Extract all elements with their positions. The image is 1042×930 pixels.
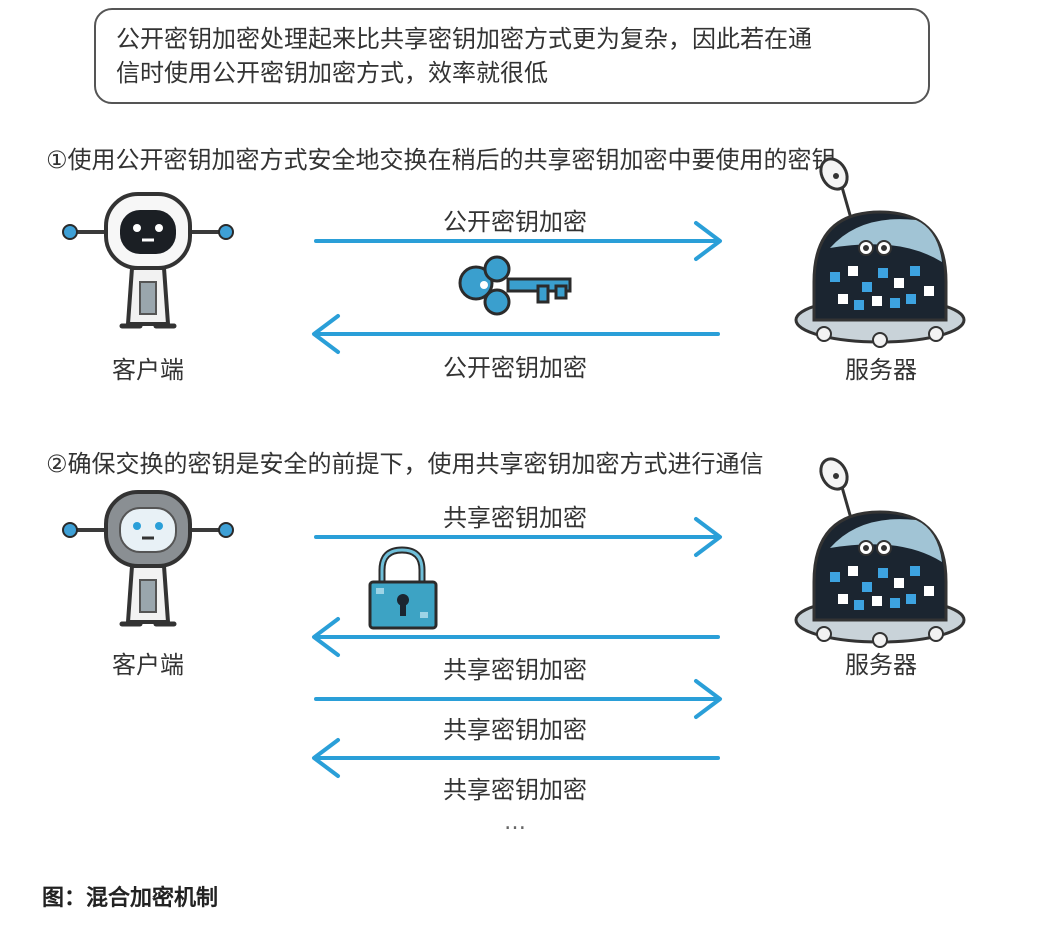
server-robot-step2 [794, 452, 966, 649]
server-robot-step1 [794, 152, 966, 349]
step2-title: ②确保交换的密钥是安全的前提下，使用共享密钥加密方式进行通信 [46, 450, 764, 478]
lock-icon [368, 546, 438, 630]
arrow-step1-to-client [312, 314, 720, 354]
client-robot-step2 [63, 492, 233, 624]
arrow-label-step1-top: 公开密钥加密 [443, 208, 587, 236]
server-label-step1: 服务器 [845, 356, 917, 384]
arrow-label-step2-4: 共享密钥加密 [443, 776, 587, 804]
figure-caption: 图：混合加密机制 [42, 886, 219, 911]
callout-line-1: 公开密钥加密处理起来比共享密钥加密方式更为复杂，因此若在通 [116, 25, 812, 53]
arrow-label-step2-3: 共享密钥加密 [443, 716, 587, 744]
key-icon [458, 255, 572, 316]
arrow-label-step2-2: 共享密钥加密 [443, 656, 587, 684]
client-robot-step1 [63, 194, 233, 326]
server-label-step2: 服务器 [845, 651, 917, 679]
arrow-label-step2-1: 共享密钥加密 [443, 504, 587, 532]
arrow-label-step1-bottom: 公开密钥加密 [443, 354, 587, 382]
ellipsis: … [504, 810, 526, 835]
client-label-step2: 客户端 [112, 651, 184, 679]
step1-title: ①使用公开密钥加密方式安全地交换在稍后的共享密钥加密中要使用的密钥 [46, 146, 836, 174]
callout-box: 公开密钥加密处理起来比共享密钥加密方式更为复杂，因此若在通 信时使用公开密钥加密… [94, 8, 930, 104]
client-label-step1: 客户端 [112, 356, 184, 384]
callout-line-2: 信时使用公开密钥加密方式，效率就很低 [116, 59, 548, 87]
